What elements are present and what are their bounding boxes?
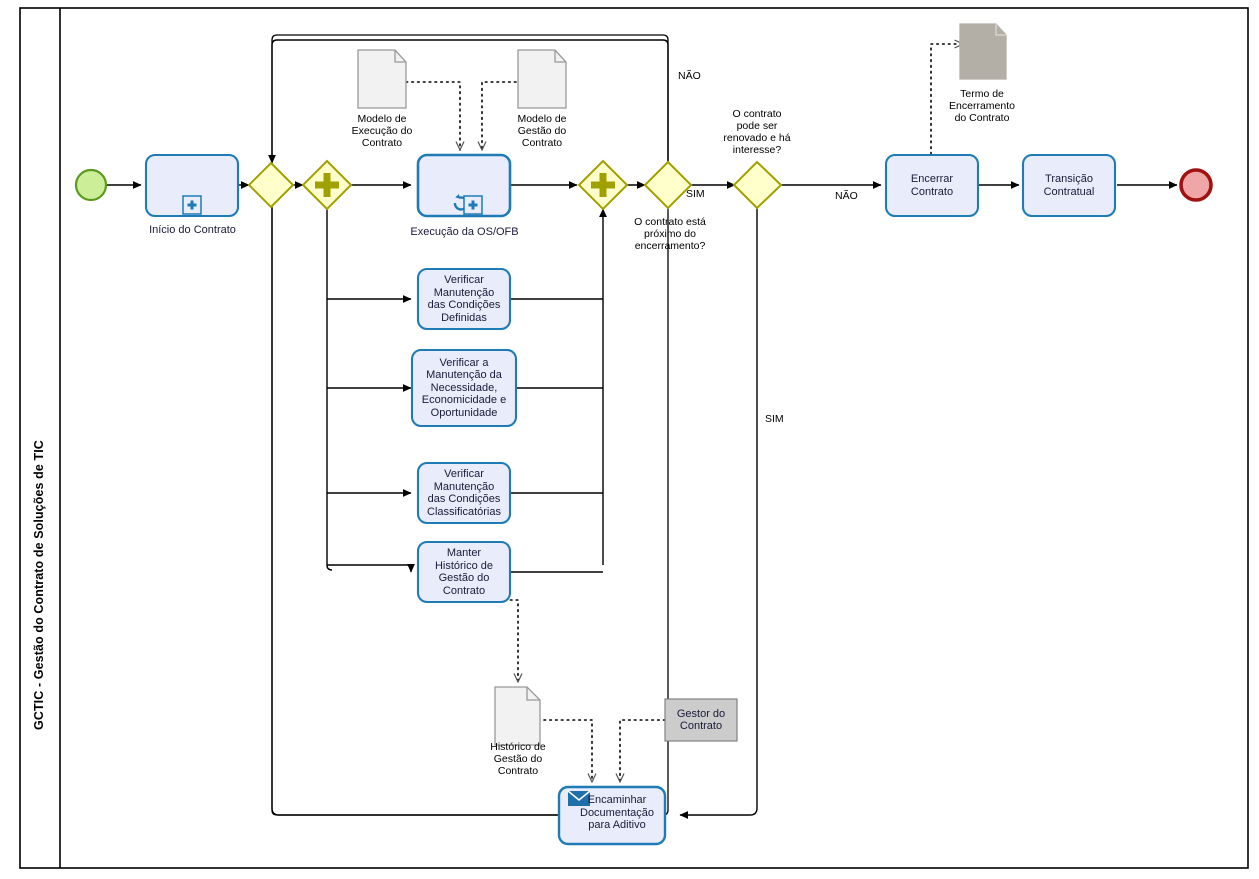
flow-label-nao-renovacao: NÃO [835,190,858,202]
task-execucao-os-ofb[interactable] [416,153,512,218]
data-object-termo-encerramento[interactable] [959,23,1007,80]
annotation-label-gestor-do-contrato: Gestor do Contrato [676,707,726,733]
task-label-manter-historico-gestao: Manter Histórico de Gestão do Contrato [434,547,494,597]
task-encaminhar-documentacao-aditivo[interactable] [557,785,667,846]
gateway-label-contrato-proximo-encerramento: O contrato está próximo do encerramento? [634,216,706,252]
task-verificar-condicoes-definidas[interactable] [416,267,512,331]
task-label-verificar-condicoes-definidas: Verificar Manutenção das Condições Defin… [427,274,501,324]
subprocess-plus-icon [182,195,202,215]
subprocess-plus-icon [463,195,483,215]
task-verificar-necessidade-economicidade[interactable] [410,348,518,428]
task-verificar-condicoes-classificatorias[interactable] [416,461,512,525]
gateway-parallel-split[interactable] [301,159,353,211]
data-object-historico-gestao[interactable] [494,686,541,746]
flow-label-sim-encerramento: SIM [686,188,705,200]
gateway-contrato-pode-ser-renovado[interactable] [732,160,783,210]
annotation-gestor-do-contrato[interactable] [664,698,738,742]
envelope-icon [567,790,591,806]
flow-label-nao-topo: NÃO [678,70,701,82]
flow-label-sim-renovacao: SIM [765,413,784,425]
gateway-exclusive-merge[interactable] [247,161,295,209]
task-label-encerrar-contrato: Encerrar Contrato [910,173,954,198]
lane-title: GCTIC - Gestão do Contrato de Soluções d… [32,440,46,730]
task-encerrar-contrato[interactable] [884,153,980,218]
task-label-transicao-contratual: Transição Contratual [1043,173,1095,198]
sequence-flows [107,39,1178,819]
data-object-label-historico-gestao: Histórico de Gestão do Contrato [490,741,546,777]
task-label-verificar-necessidade-economicidade: Verificar a Manutenção da Necessidade, E… [421,356,507,419]
task-label-inicio-do-contrato: Início do Contrato [149,223,236,236]
gateway-label-contrato-pode-ser-renovado: O contrato pode ser renovado e há intere… [723,108,791,156]
data-object-label-modelo-gestao: Modelo de Gestão do Contrato [517,113,567,149]
pool-frame [19,7,1249,869]
data-object-label-modelo-execucao: Modelo de Execução do Contrato [351,113,413,149]
task-inicio-do-contrato[interactable] [144,153,240,218]
task-label-verificar-condicoes-classificatorias: Verificar Manutenção das Condições Class… [427,468,501,518]
data-object-label-termo-encerramento: Termo de Encerramento do Contrato [949,88,1015,124]
gateway-contrato-proximo-encerramento[interactable] [643,160,693,210]
task-label-execucao-os-ofb: Execução da OS/OFB [410,225,519,238]
gateway-parallel-join[interactable] [577,159,629,211]
task-manter-historico-gestao[interactable] [416,540,512,604]
task-transicao-contratual[interactable] [1021,153,1117,218]
data-object-modelo-execucao[interactable] [357,49,407,109]
task-label-encaminhar-documentacao-aditivo: Encaminhar Documentação para Aditivo [580,794,654,831]
data-object-modelo-gestao[interactable] [517,49,567,109]
start-event[interactable] [74,168,108,202]
end-event[interactable] [1179,168,1213,202]
